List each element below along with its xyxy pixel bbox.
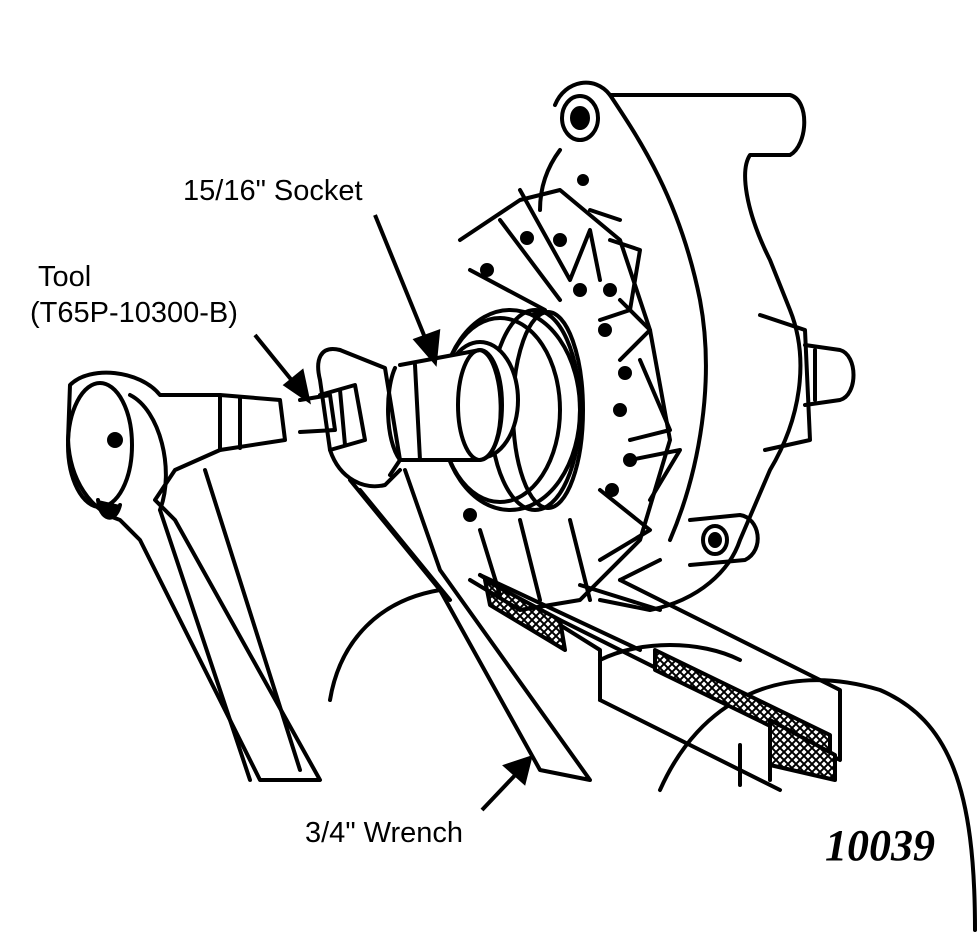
ratchet-handle	[66, 370, 322, 782]
leader-arrows	[253, 214, 533, 812]
tool-label-line2: (T65P-10300-B)	[30, 297, 238, 329]
tool-adapter	[298, 383, 367, 452]
alternator-housing	[538, 80, 856, 612]
tool-arrow-head	[282, 368, 312, 405]
socket-leader-line	[373, 214, 430, 346]
socket-label: 15/16" Socket	[183, 175, 363, 207]
wrench-leader-line	[480, 768, 522, 812]
socket-body	[386, 348, 504, 462]
alternator-fan	[458, 174, 682, 612]
figure-number: 10039	[825, 821, 935, 870]
wrench-label: 3/4" Wrench	[305, 817, 464, 849]
tool-label-line1: Tool	[38, 261, 92, 293]
wrench-arrow-head	[502, 754, 533, 786]
background-housing	[328, 588, 977, 932]
mounting-vise	[478, 558, 842, 792]
socket-arrow-head	[412, 329, 441, 367]
